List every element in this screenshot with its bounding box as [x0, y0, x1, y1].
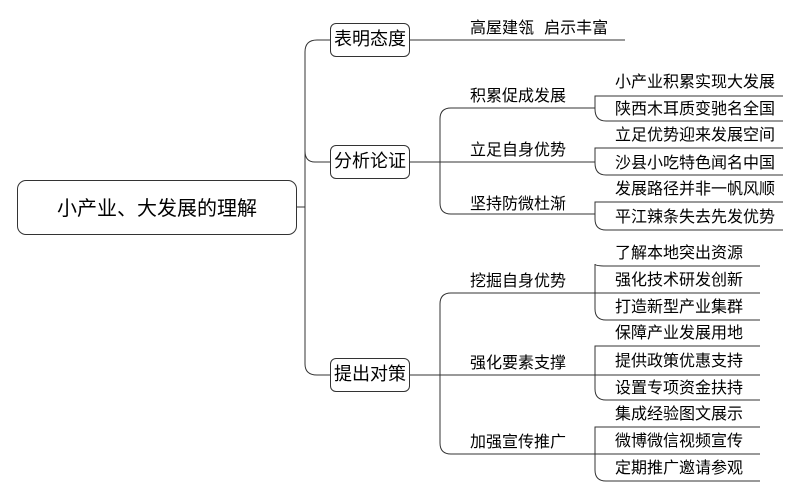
leaf-item: 沙县小吃特色闻名中国 — [615, 153, 776, 172]
leaf-item: 高屋建瓴 启示丰富 — [470, 18, 609, 37]
leaf-item: 平江辣条失去先发优势 — [615, 207, 776, 226]
leaf-item: 强化技术研发创新 — [615, 270, 744, 289]
leaf-item: 提供政策优惠支持 — [615, 351, 744, 370]
leaf-item: 了解本地突出资源 — [615, 243, 744, 262]
branch-biaomingtaidu: 表明态度 — [330, 23, 410, 57]
leaf-item: 微博微信视频宣传 — [615, 431, 744, 450]
group-label: 挖掘自身优势 — [470, 271, 567, 290]
leaf-item: 小产业积累实现大发展 — [615, 72, 776, 91]
group-label: 积累促成发展 — [470, 86, 567, 105]
group-label: 立足自身优势 — [470, 140, 567, 159]
group-label: 坚持防微杜渐 — [470, 194, 567, 213]
group-label: 强化要素支撑 — [470, 353, 567, 372]
leaf-item: 保障产业发展用地 — [615, 323, 744, 342]
leaf-item: 设置专项资金扶持 — [615, 378, 744, 397]
root-node: 小产业、大发展的理解 — [17, 180, 297, 235]
leaf-item: 打造新型产业集群 — [615, 297, 744, 316]
branch-fenxilunzheng: 分析论证 — [330, 145, 410, 179]
branch-tichuduice: 提出对策 — [330, 358, 410, 392]
leaf-item: 定期推广邀请参观 — [615, 458, 744, 477]
leaf-item: 集成经验图文展示 — [615, 404, 744, 423]
leaf-item: 陕西木耳质变驰名全国 — [615, 99, 776, 118]
leaf-item: 立足优势迎来发展空间 — [615, 125, 776, 144]
leaf-item: 发展路径并非一帆风顺 — [615, 179, 776, 198]
group-label: 加强宣传推广 — [470, 432, 567, 451]
